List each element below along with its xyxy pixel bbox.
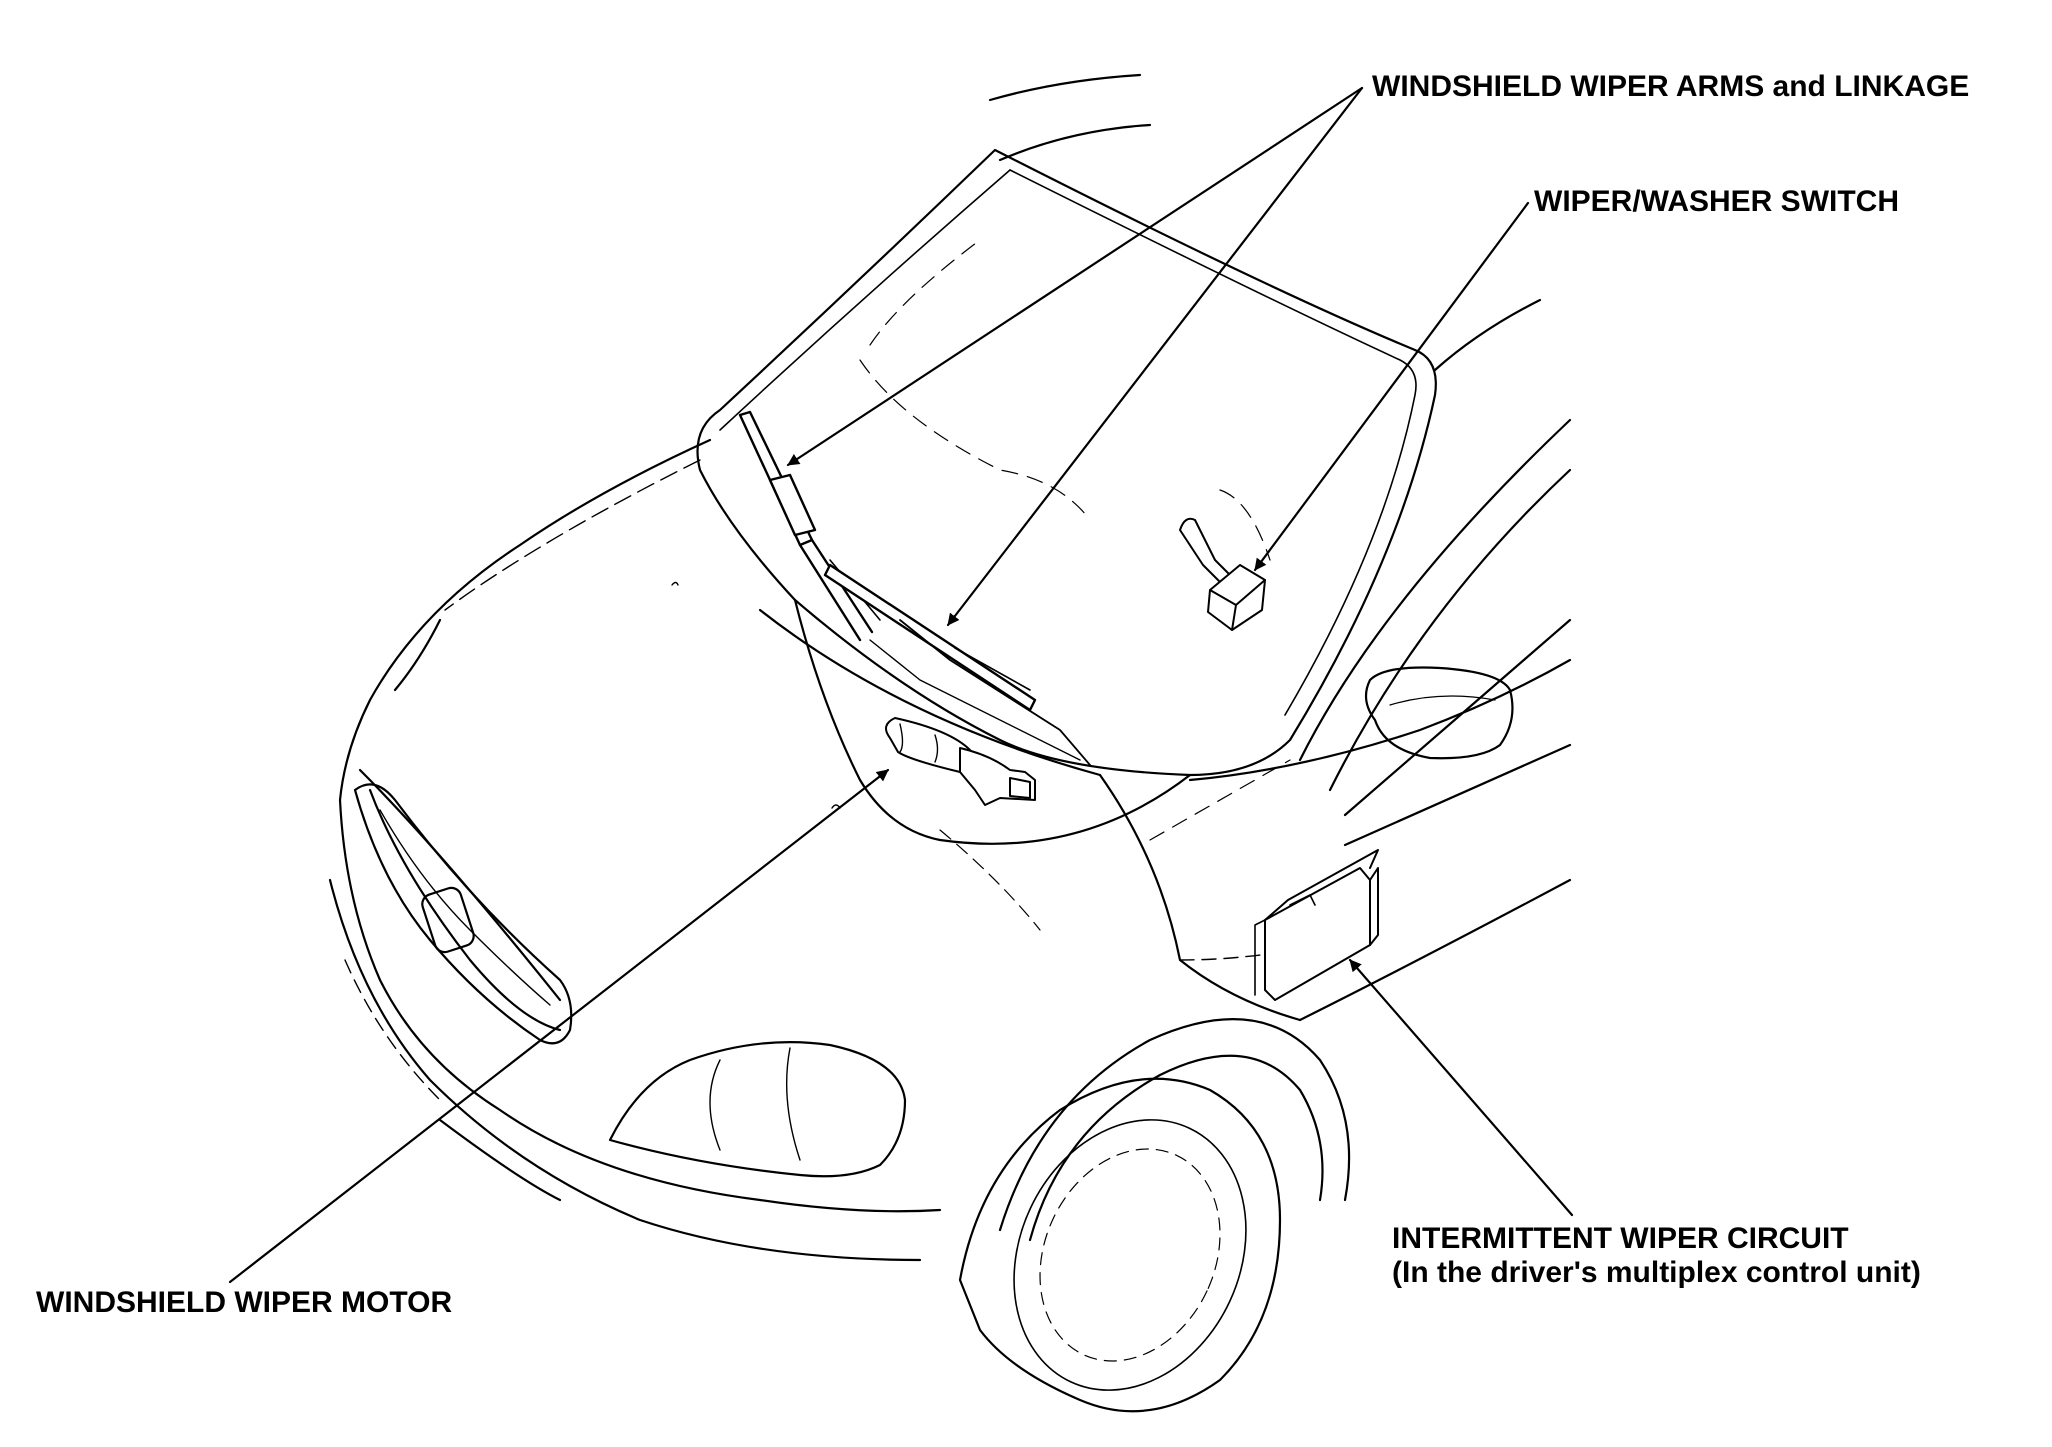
leader-motor [228, 768, 890, 1284]
washer-switch-label: WIPER/WASHER SWITCH [1534, 185, 1899, 218]
wiper-motor [885, 717, 1036, 806]
leader-arms-upper [786, 86, 1364, 467]
leader-lines [228, 86, 1574, 1284]
leader-arms-lower [946, 86, 1364, 627]
intermittent-circuit-note: (In the driver's multiplex control unit) [1392, 1256, 1921, 1289]
leader-circuit [1348, 958, 1574, 1217]
wiper-washer-switch [1179, 517, 1266, 631]
car-body [328, 73, 1572, 1413]
leader-switch [1253, 201, 1530, 572]
wiper-motor-label: WINDSHIELD WIPER MOTOR [36, 1286, 453, 1319]
wiper-arms-label: WINDSHIELD WIPER ARMS and LINKAGE [1372, 70, 1970, 103]
intermittent-circuit-label: INTERMITTENT WIPER CIRCUIT (In the drive… [1392, 1222, 1921, 1290]
multiplex-control-unit [1254, 849, 1379, 1001]
wiper-arms-linkage [738, 410, 1091, 766]
intermittent-circuit-title: INTERMITTENT WIPER CIRCUIT [1392, 1222, 1849, 1255]
